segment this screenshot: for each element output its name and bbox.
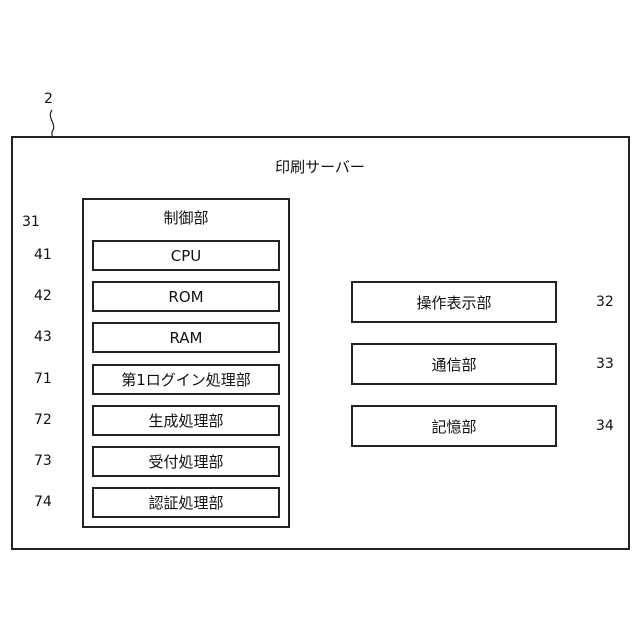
reception-processing-label: 受付処理部 [148,451,223,472]
ram-label: RAM [169,329,202,347]
first-login-processing-ref: 71 [34,370,52,388]
cpu-box: CPU [92,240,280,271]
cpu-label: CPU [171,247,202,265]
reception-processing-ref: 73 [34,452,52,470]
cpu-ref: 41 [34,246,52,264]
first-login-processing-box: 第1ログイン処理部 [92,364,280,395]
rom-label: ROM [168,288,203,306]
authentication-processing-box: 認証処理部 [92,487,280,518]
authentication-processing-label: 認証処理部 [148,492,223,513]
operation-display-box: 操作表示部 [351,281,557,323]
print-server-title: 印刷サーバー [0,157,640,177]
leader-line-2 [50,110,53,136]
rom-box: ROM [92,281,280,312]
communication-box: 通信部 [351,343,557,385]
rom-ref: 42 [34,287,52,305]
ram-box: RAM [92,322,280,353]
storage-ref: 34 [596,417,614,435]
ram-ref: 43 [34,328,52,346]
communication-ref: 33 [596,355,614,373]
reception-processing-box: 受付処理部 [92,446,280,477]
operation-display-ref: 32 [596,293,614,311]
generation-processing-box: 生成処理部 [92,405,280,436]
generation-processing-label: 生成処理部 [148,410,223,431]
storage-box: 記憶部 [351,405,557,447]
figure-ref-number: 2 [44,90,53,108]
authentication-processing-ref: 74 [34,493,52,511]
control-unit-ref: 31 [22,213,40,231]
storage-label: 記憶部 [431,416,476,437]
generation-processing-ref: 72 [34,411,52,429]
control-unit-title: 制御部 [82,208,290,228]
first-login-processing-label: 第1ログイン処理部 [121,369,251,390]
communication-label: 通信部 [431,354,476,375]
operation-display-label: 操作表示部 [416,292,491,313]
